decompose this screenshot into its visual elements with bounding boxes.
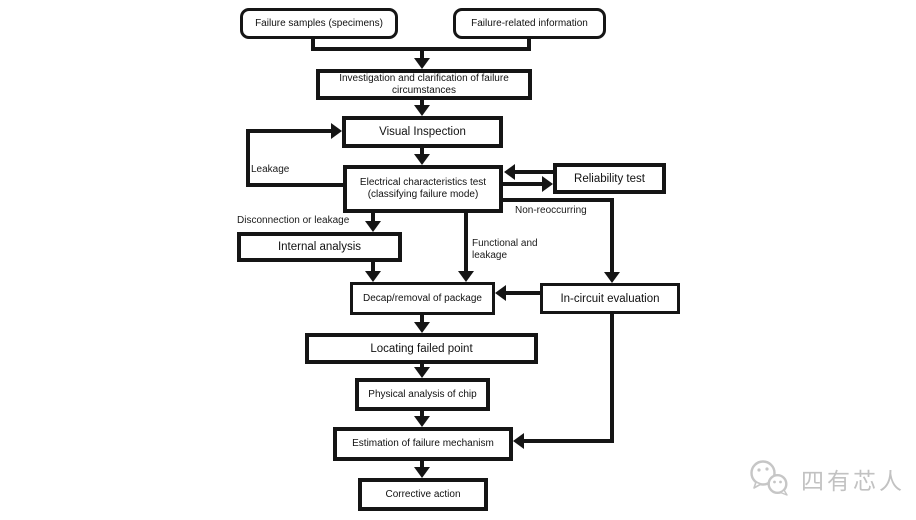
arrowhead-down xyxy=(365,271,381,282)
arrowhead-right xyxy=(542,176,553,192)
connector-line xyxy=(610,314,614,443)
edge-label-functional-and-leakage: Functional and leakage xyxy=(472,238,538,261)
node-estimation-failure-mechanism: Estimation of failure mechanism xyxy=(333,427,513,461)
connector-line xyxy=(464,213,468,272)
arrowhead-left xyxy=(495,285,506,301)
connector-line xyxy=(610,198,614,272)
connector-line xyxy=(527,38,531,51)
node-reliability-test: Reliability test xyxy=(553,163,666,194)
node-decap-removal: Decap/removal of package xyxy=(350,282,495,315)
connector-line xyxy=(420,315,424,323)
arrowhead-down xyxy=(414,58,430,69)
edge-label-non-reoccurring: Non-reoccurring xyxy=(515,205,587,216)
connector-line xyxy=(420,461,424,468)
node-investigation: Investigation and clarification of failu… xyxy=(316,69,532,100)
connector-line xyxy=(506,291,540,295)
connector-line xyxy=(246,129,250,187)
arrowhead-down xyxy=(414,416,430,427)
watermark: 四有芯人 xyxy=(748,458,905,500)
node-failure-samples: Failure samples (specimens) xyxy=(240,8,398,39)
wechat-bubbles-icon xyxy=(748,458,794,500)
arrowhead-down xyxy=(365,221,381,232)
arrowhead-down xyxy=(458,271,474,282)
connector-line xyxy=(246,129,332,133)
edge-label-leakage: Leakage xyxy=(251,164,290,175)
arrowhead-down xyxy=(414,154,430,165)
connector-line xyxy=(371,213,375,222)
arrowhead-right xyxy=(331,123,342,139)
node-visual-inspection: Visual Inspection xyxy=(342,116,503,148)
arrowhead-down xyxy=(414,367,430,378)
arrowhead-down xyxy=(414,105,430,116)
connector-line xyxy=(524,439,614,443)
connector-line xyxy=(420,364,424,368)
node-physical-analysis: Physical analysis of chip xyxy=(355,378,490,411)
connector-line xyxy=(503,182,543,186)
connector-line xyxy=(311,38,315,51)
arrowhead-down xyxy=(414,467,430,478)
node-failure-related-information: Failure-related information xyxy=(453,8,606,39)
arrowhead-left xyxy=(513,433,524,449)
node-in-circuit-evaluation: In-circuit evaluation xyxy=(540,283,680,314)
node-corrective-action: Corrective action xyxy=(358,478,488,511)
node-electrical-characteristics-test: Electrical characteristics test (classif… xyxy=(343,165,503,213)
watermark-text: 四有芯人 xyxy=(801,469,905,495)
arrowhead-down xyxy=(414,322,430,333)
connector-line xyxy=(513,170,553,174)
arrowhead-left xyxy=(504,164,515,180)
connector-line xyxy=(420,100,424,106)
connector-line xyxy=(371,262,375,272)
arrowhead-down xyxy=(604,272,620,283)
connector-line xyxy=(420,148,424,155)
edge-label-disconnection-or-leakage: Disconnection or leakage xyxy=(237,215,350,226)
connector-line xyxy=(503,198,614,202)
connector-line xyxy=(420,411,424,417)
connector-line xyxy=(420,49,424,59)
connector-line xyxy=(246,183,343,187)
node-locating-failed-point: Locating failed point xyxy=(305,333,538,364)
node-internal-analysis: Internal analysis xyxy=(237,232,402,262)
